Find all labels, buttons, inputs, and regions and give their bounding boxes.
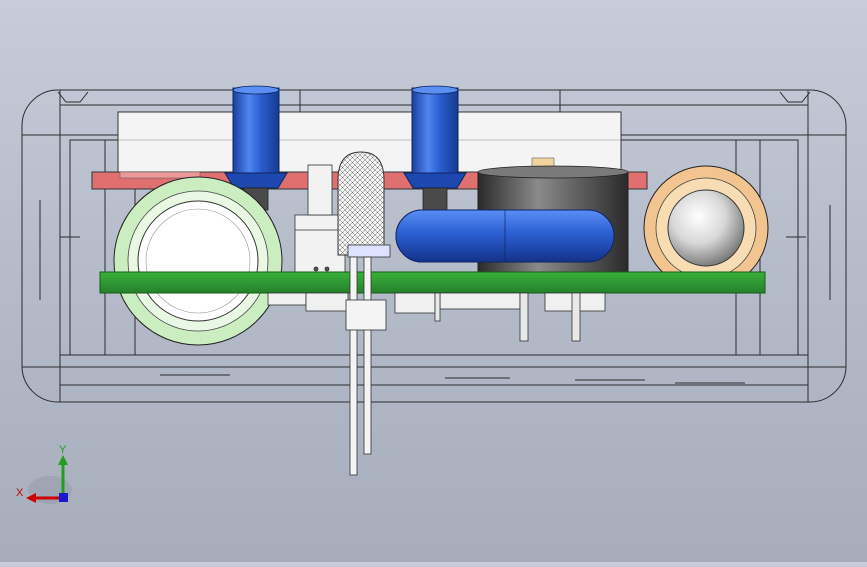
axis-triad: Y X <box>16 444 72 504</box>
orange-ring-component <box>643 165 769 291</box>
z-axis-marker <box>59 493 68 502</box>
standoff-post-right <box>403 85 467 211</box>
led-dome-component <box>337 151 391 258</box>
main-pcb <box>99 271 766 294</box>
green-ring-component <box>113 176 283 346</box>
under-board-parts <box>267 292 606 342</box>
led-leads <box>345 256 387 476</box>
connector-block <box>294 164 346 274</box>
y-axis-label: Y <box>59 444 67 456</box>
x-axis-label: X <box>16 487 24 499</box>
